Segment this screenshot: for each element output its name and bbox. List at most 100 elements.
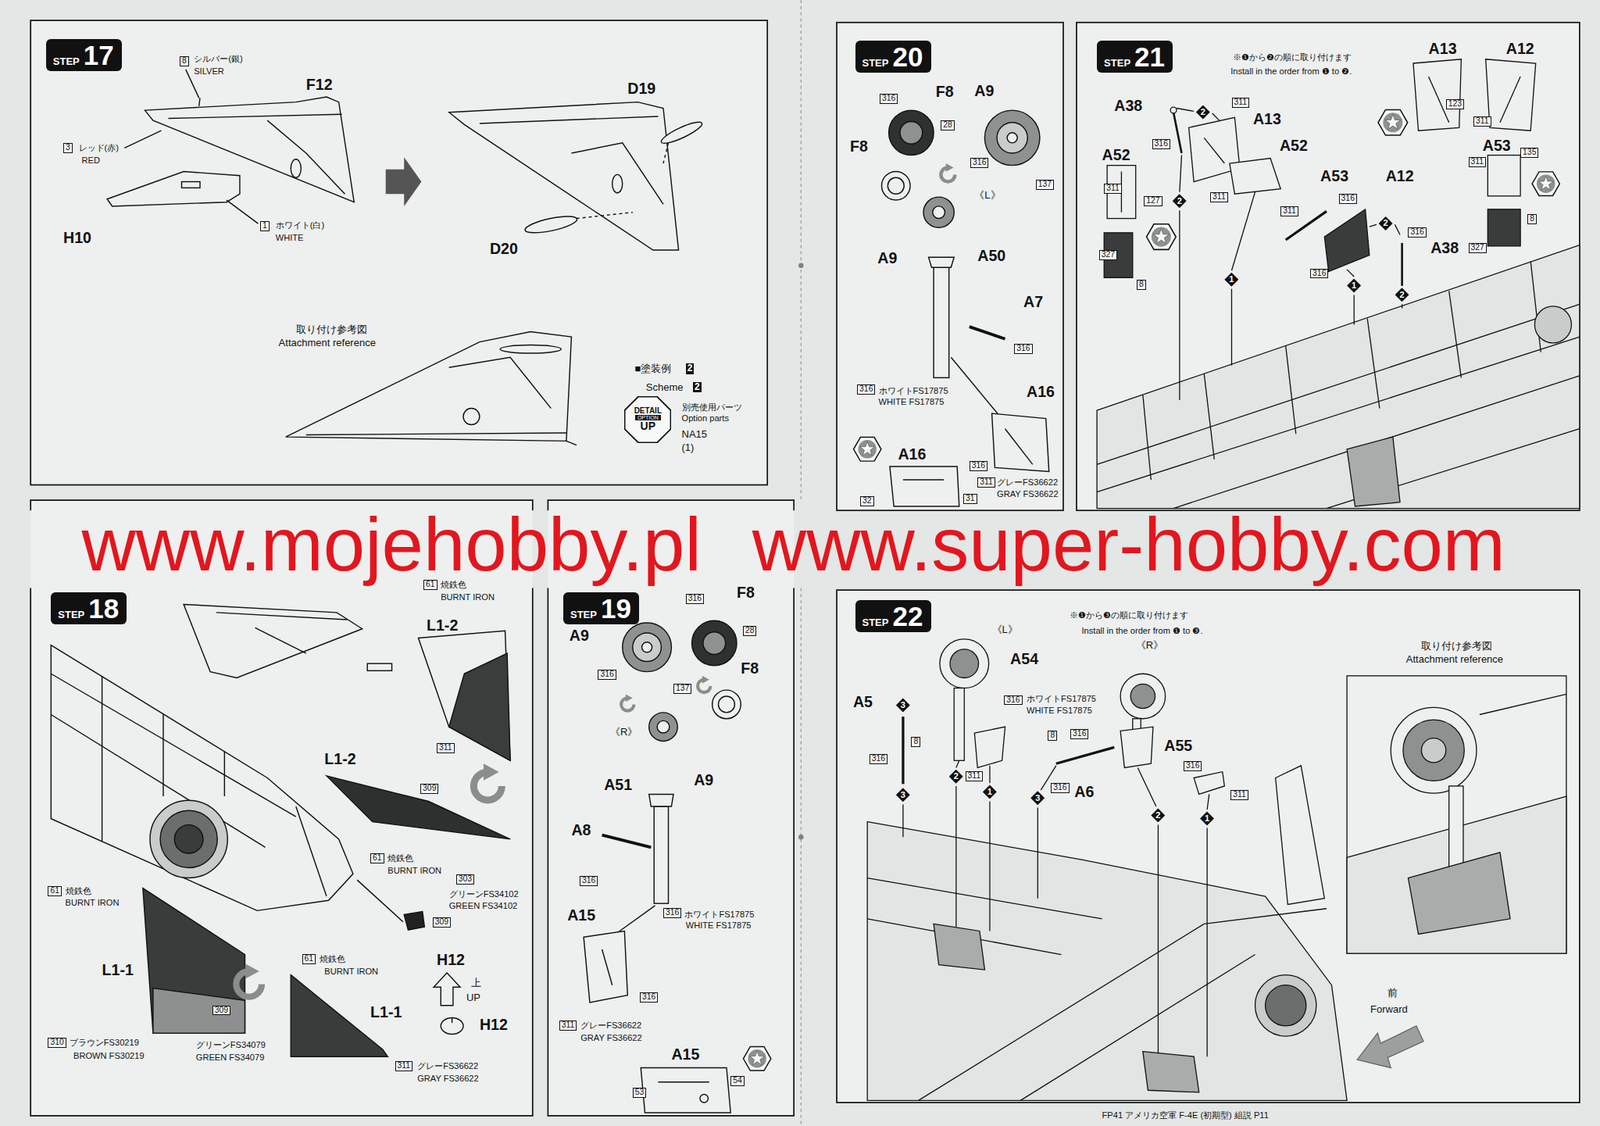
note-text: グレーFS36622 bbox=[996, 477, 1058, 488]
note-text: BROWN FS30219 bbox=[73, 1050, 145, 1061]
airframe-underside bbox=[1326, 428, 1580, 509]
airframe-underside bbox=[1346, 436, 1400, 507]
color-callout: 316 bbox=[639, 992, 658, 1003]
color-callout: 316 bbox=[869, 753, 888, 765]
airframe-underside bbox=[1530, 260, 1541, 352]
airframe-underside bbox=[1421, 738, 1446, 763]
part-number: A55 bbox=[1164, 736, 1193, 755]
scheme-number: 2 bbox=[692, 382, 702, 393]
rotate-arrow bbox=[940, 163, 955, 182]
airframe-underside bbox=[1120, 673, 1165, 718]
step-number: 22 bbox=[892, 602, 923, 630]
tail-section-drawing bbox=[367, 663, 392, 671]
note-text: グレーFS36622 bbox=[417, 1060, 479, 1072]
tail-fin-drawing bbox=[449, 102, 679, 250]
main-wheel-drawing bbox=[622, 622, 672, 672]
tail-section-drawing bbox=[418, 630, 511, 761]
note-text: 取り付け参考図 bbox=[1421, 640, 1493, 653]
part-number: A7 bbox=[1023, 292, 1043, 311]
note-text: WHITE bbox=[275, 232, 304, 243]
part-number: A15 bbox=[567, 906, 596, 925]
note-text: グリーンFS34079 bbox=[196, 1039, 266, 1050]
airframe-underside bbox=[1401, 303, 1403, 308]
color-callout: 8 bbox=[910, 736, 921, 747]
main-wheel-drawing bbox=[1007, 132, 1018, 143]
color-callout: 61 bbox=[370, 853, 385, 864]
decal-stencil bbox=[1532, 171, 1560, 197]
note-text: レッド(赤) bbox=[78, 142, 119, 154]
color-callout: 8 bbox=[1136, 279, 1147, 290]
step-panel bbox=[1076, 22, 1580, 511]
color-callout: 32 bbox=[860, 496, 875, 507]
binding-line bbox=[800, 588, 802, 1126]
step-panel bbox=[547, 500, 794, 1116]
airframe-underside bbox=[867, 639, 1567, 1101]
airframe-underside bbox=[1231, 192, 1255, 272]
airframe-underside bbox=[1096, 303, 1580, 465]
airframe-underside bbox=[1353, 295, 1355, 325]
note-text: シルバー(銀) bbox=[193, 53, 243, 65]
part-number: A12 bbox=[1385, 167, 1415, 186]
main-wheel-drawing bbox=[923, 196, 954, 228]
color-callout: 137 bbox=[673, 683, 692, 694]
note-text: GREEN FS34079 bbox=[196, 1052, 265, 1063]
tail-section-drawing bbox=[255, 627, 307, 654]
rotate-arrow bbox=[697, 675, 711, 693]
note-text: Install in the order from ❶ to ❸. bbox=[1082, 625, 1204, 636]
main-wheel-drawing bbox=[900, 121, 923, 144]
tail-section-drawing bbox=[150, 800, 228, 878]
tail-section-drawing bbox=[440, 1017, 464, 1035]
note-text: Install in the order from ❶ to ❷. bbox=[1230, 66, 1352, 77]
airframe-underside bbox=[1203, 373, 1215, 460]
note-text: FP41 アメリカ空軍 F-4E (初期型) 組説 P11 bbox=[1102, 1110, 1269, 1121]
part-number: F12 bbox=[306, 75, 333, 94]
step-panel bbox=[30, 500, 533, 1116]
part-number: F8 bbox=[850, 137, 868, 156]
note-text: 《R》 bbox=[1135, 639, 1164, 652]
step-panel bbox=[547, 500, 794, 1116]
binding-line bbox=[800, 0, 802, 503]
airframe-underside bbox=[901, 716, 904, 784]
tail-fin-drawing bbox=[267, 120, 345, 194]
main-wheel-drawing bbox=[602, 949, 613, 986]
tail-section-drawing bbox=[433, 972, 461, 1006]
note-text: 焼鉄色 bbox=[65, 885, 92, 897]
step-badge: STEP19 bbox=[563, 592, 640, 625]
airframe-underside bbox=[1413, 59, 1461, 131]
tail-fin-drawing bbox=[226, 200, 258, 224]
airframe-underside bbox=[1324, 209, 1369, 272]
main-wheel-drawing bbox=[992, 413, 1050, 472]
airframe-underside bbox=[956, 760, 960, 768]
airframe-underside bbox=[1346, 269, 1354, 277]
airframe-underside bbox=[1173, 112, 1182, 154]
note-text: 別売使用パーツ bbox=[682, 402, 743, 413]
airframe-underside bbox=[950, 649, 979, 679]
airframe-underside bbox=[902, 803, 904, 837]
part-number: F8 bbox=[935, 82, 954, 101]
color-callout: 137 bbox=[1035, 179, 1054, 190]
airframe-underside bbox=[1500, 76, 1521, 123]
octagon-outline bbox=[625, 396, 672, 443]
airframe-underside bbox=[1096, 245, 1580, 509]
tail-fin-drawing bbox=[181, 182, 200, 189]
color-callout: 310 bbox=[47, 1037, 66, 1048]
main-wheel-drawing bbox=[640, 1067, 731, 1113]
airframe-underside bbox=[1173, 375, 1580, 509]
main-wheel-drawing bbox=[887, 177, 904, 194]
rotate-arrow bbox=[621, 693, 634, 711]
main-wheel-drawing bbox=[712, 689, 742, 719]
note-text: 上 bbox=[471, 977, 482, 990]
step-panel bbox=[30, 20, 1580, 1116]
step-badge: STEP20 bbox=[855, 40, 932, 73]
tail-fin-drawing bbox=[290, 159, 301, 179]
airframe-underside bbox=[1056, 746, 1115, 764]
airframe-underside bbox=[867, 878, 1102, 919]
option-badge-text: UP bbox=[640, 420, 656, 433]
airframe-underside bbox=[1020, 954, 1255, 1101]
airframe-underside bbox=[1120, 726, 1154, 768]
staple-hole bbox=[798, 262, 804, 268]
main-wheel-drawing bbox=[583, 930, 628, 1002]
color-callout: 316 bbox=[1014, 343, 1033, 354]
airframe-underside bbox=[1179, 155, 1183, 193]
